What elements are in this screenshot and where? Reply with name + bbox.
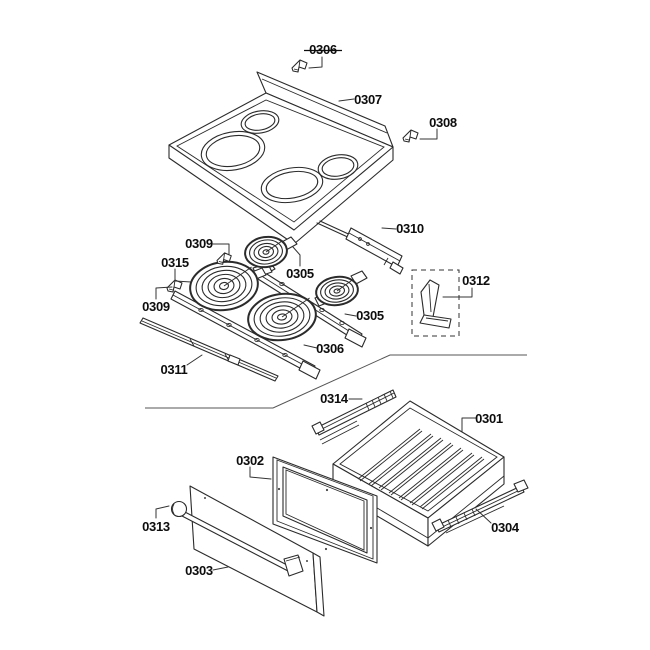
part-label-main-top: 0307 xyxy=(354,92,382,107)
cooktop-panel xyxy=(168,71,394,245)
element-clip-left xyxy=(166,279,183,293)
part-label-duct: 0312 xyxy=(462,273,490,288)
leader-lines xyxy=(155,56,492,571)
part-label-element-clip-upper: 0309 xyxy=(185,236,213,251)
slide-rail-upper xyxy=(311,389,397,445)
trim-strip xyxy=(139,317,279,382)
element-assembly xyxy=(166,235,368,380)
handle-end-cap xyxy=(170,500,188,518)
part-label-rail-upper: 0314 xyxy=(320,391,349,406)
duct-box xyxy=(411,269,460,337)
part-label-drawer-body: 0301 xyxy=(475,411,503,426)
burner-ring-small-left xyxy=(240,110,280,134)
part-label-handle-end: 0313 xyxy=(142,519,170,534)
element-coil-large-center xyxy=(247,292,317,342)
part-label-clip-right: 0308 xyxy=(429,115,457,130)
element-rail-front xyxy=(170,290,321,380)
part-label-drawer-front: 0303 xyxy=(185,563,213,578)
part-labels: 0306 0307 0308 0310 0309 0315 0305 0309 … xyxy=(142,42,520,578)
part-label-element-small-upper: 0305 xyxy=(286,266,314,281)
section-divider xyxy=(145,354,527,409)
duct-part xyxy=(419,279,452,329)
part-label-rail-lower: 0304 xyxy=(491,520,520,535)
support-bracket xyxy=(345,227,404,275)
part-label-element-clip-left: 0309 xyxy=(142,299,170,314)
mounting-clip-top xyxy=(291,59,308,73)
part-label-clip-top: 0306 xyxy=(309,42,337,57)
burner-ring-small-right xyxy=(317,154,359,180)
drawer-floor-ridges xyxy=(357,428,485,510)
element-coil-small-upper xyxy=(244,235,288,269)
drawer-front-panel xyxy=(170,485,325,617)
mounting-clip-right xyxy=(402,129,419,143)
burner-ring-large-left xyxy=(200,130,266,172)
burner-ring-large-front xyxy=(260,166,324,204)
slide-rail-lower xyxy=(431,479,529,534)
part-label-element-small-right: 0305 xyxy=(356,308,384,323)
element-coil-small-right xyxy=(315,275,359,307)
drawer-frame xyxy=(272,456,378,564)
handle-right-cap xyxy=(283,554,304,577)
part-label-element-large-left: 0315 xyxy=(161,255,189,270)
part-label-element-rail-center: 0306 xyxy=(316,341,344,356)
part-label-drawer-frame: 0302 xyxy=(236,453,264,468)
part-label-trim-strip: 0311 xyxy=(160,362,187,377)
part-label-support-bracket: 0310 xyxy=(396,221,424,236)
